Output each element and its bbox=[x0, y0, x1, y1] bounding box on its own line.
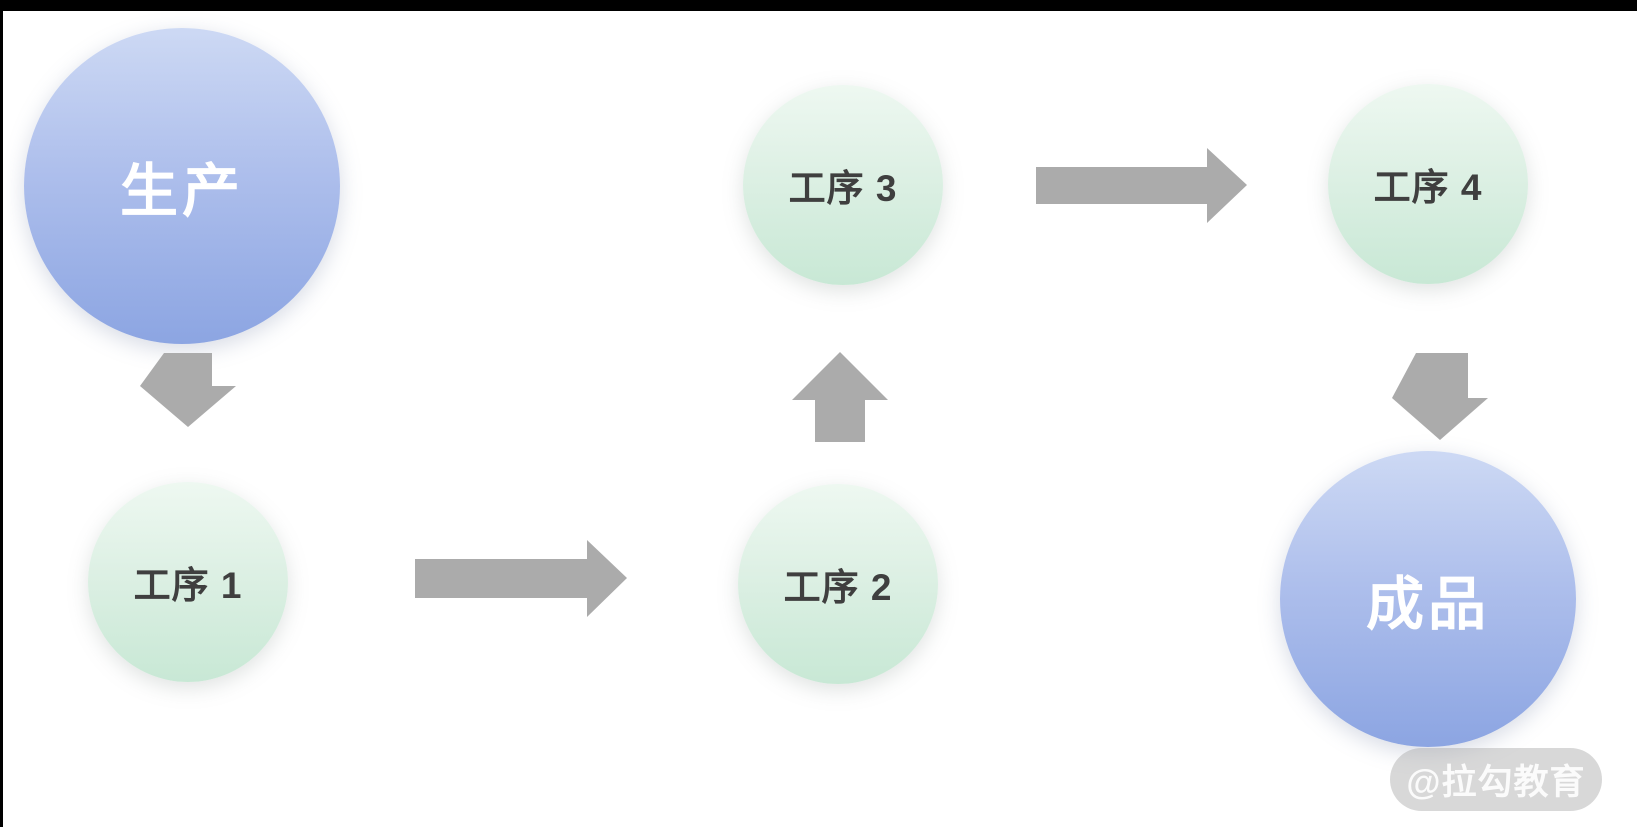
node-step-2: 工序 2 bbox=[738, 484, 938, 684]
watermark-badge: @拉勾教育 bbox=[1390, 748, 1602, 811]
up-arrow-icon bbox=[792, 352, 888, 442]
node-production-label: 生产 bbox=[119, 159, 244, 224]
top-border-bar bbox=[0, 0, 1637, 11]
right-arrow-icon bbox=[1036, 148, 1247, 223]
right-arrow-icon bbox=[415, 540, 627, 617]
node-step-2-label: 工序 2 bbox=[783, 567, 893, 608]
node-step-1-label: 工序 1 bbox=[133, 565, 243, 606]
down-arrow-icon bbox=[140, 353, 236, 427]
node-step-4: 工序 4 bbox=[1328, 84, 1528, 284]
node-finished-product: 成品 bbox=[1280, 451, 1576, 747]
node-step-1: 工序 1 bbox=[88, 482, 288, 682]
node-step-3-label: 工序 3 bbox=[788, 168, 898, 209]
node-step-4-label: 工序 4 bbox=[1373, 167, 1483, 208]
left-border-bar bbox=[0, 0, 3, 827]
node-finished-product-label: 成品 bbox=[1365, 572, 1490, 637]
node-production: 生产 bbox=[24, 28, 340, 344]
watermark-text: @拉勾教育 bbox=[1406, 763, 1586, 802]
down-arrow-icon bbox=[1392, 353, 1488, 440]
node-step-3: 工序 3 bbox=[743, 85, 943, 285]
